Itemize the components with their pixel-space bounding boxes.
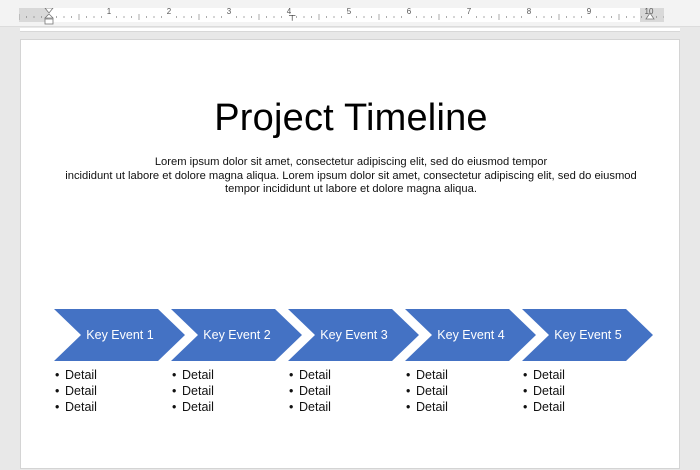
detail-item: Detail: [289, 383, 331, 399]
body-line: tempor incididunt ut labore et dolore ma…: [225, 183, 477, 195]
left-indent-marker-icon[interactable]: [44, 8, 54, 26]
event-2-details[interactable]: Detail Detail Detail: [172, 367, 214, 415]
previous-page-edge: [20, 28, 680, 32]
ruler-number: 7: [466, 7, 472, 16]
right-indent-marker-icon[interactable]: [645, 13, 655, 21]
chevron-event-2[interactable]: Key Event 2: [171, 309, 302, 361]
detail-item: Detail: [55, 367, 97, 383]
ruler-number: 5: [346, 7, 352, 16]
detail-item: Detail: [406, 399, 448, 415]
horizontal-ruler[interactable]: 1 2 3 4 5 6 7 8 9 10: [19, 7, 664, 22]
detail-item: Detail: [289, 399, 331, 415]
detail-item: Detail: [406, 383, 448, 399]
chevron-shape-icon: [54, 309, 185, 361]
ruler-ticks: [19, 14, 664, 20]
document-page[interactable]: Project Timeline Lorem ipsum dolor sit a…: [20, 39, 680, 469]
ruler-number: 8: [526, 7, 532, 16]
ruler-number: 10: [644, 7, 654, 16]
chevron-event-4[interactable]: Key Event 4: [405, 309, 536, 361]
chevron-event-5[interactable]: Key Event 5: [522, 309, 653, 361]
detail-item: Detail: [523, 399, 565, 415]
detail-item: Detail: [172, 399, 214, 415]
detail-item: Detail: [289, 367, 331, 383]
ruler-left-margin: [19, 8, 48, 22]
ruler-number: 6: [406, 7, 412, 16]
detail-item: Detail: [172, 367, 214, 383]
chevron-event-3[interactable]: Key Event 3: [288, 309, 419, 361]
detail-item: Detail: [406, 367, 448, 383]
event-1-details[interactable]: Detail Detail Detail: [55, 367, 97, 415]
detail-item: Detail: [55, 383, 97, 399]
chevron-event-1[interactable]: Key Event 1: [54, 309, 185, 361]
chevron-shape-icon: [522, 309, 653, 361]
timeline-smartart: Key Event 1 Key Event 2 Key Event 3 Key …: [21, 40, 681, 470]
chevron-shape-icon: [288, 309, 419, 361]
chevron-label: Key Event 3: [320, 328, 388, 342]
event-5-details[interactable]: Detail Detail Detail: [523, 367, 565, 415]
page-title: Project Timeline: [214, 97, 488, 139]
tab-stop-icon[interactable]: ┬: [289, 10, 296, 20]
chevron-shape-icon: [405, 309, 536, 361]
horizontal-ruler-bar: 1 2 3 4 5 6 7 8 9 10 ┬: [0, 0, 700, 27]
chevron-label: Key Event 1: [86, 328, 154, 342]
ruler-number: 1: [106, 7, 112, 16]
chevron-shape-icon: [171, 309, 302, 361]
body-paragraph: Lorem ipsum dolor sit amet, consectetur …: [51, 156, 651, 197]
chevron-label: Key Event 2: [203, 328, 271, 342]
body-line: Lorem ipsum dolor sit amet, consectetur …: [154, 156, 548, 168]
event-4-details[interactable]: Detail Detail Detail: [406, 367, 448, 415]
detail-item: Detail: [55, 399, 97, 415]
ruler-number: 9: [586, 7, 592, 16]
chevron-label: Key Event 4: [437, 328, 505, 342]
detail-item: Detail: [523, 367, 565, 383]
event-3-details[interactable]: Detail Detail Detail: [289, 367, 331, 415]
ruler-number: 4: [286, 7, 292, 16]
ruler-number: 3: [226, 7, 232, 16]
detail-item: Detail: [523, 383, 565, 399]
detail-item: Detail: [172, 383, 214, 399]
body-line: incididunt ut labore et dolore magna ali…: [65, 169, 637, 182]
chevron-label: Key Event 5: [554, 328, 622, 342]
ruler-number: 2: [166, 7, 172, 16]
